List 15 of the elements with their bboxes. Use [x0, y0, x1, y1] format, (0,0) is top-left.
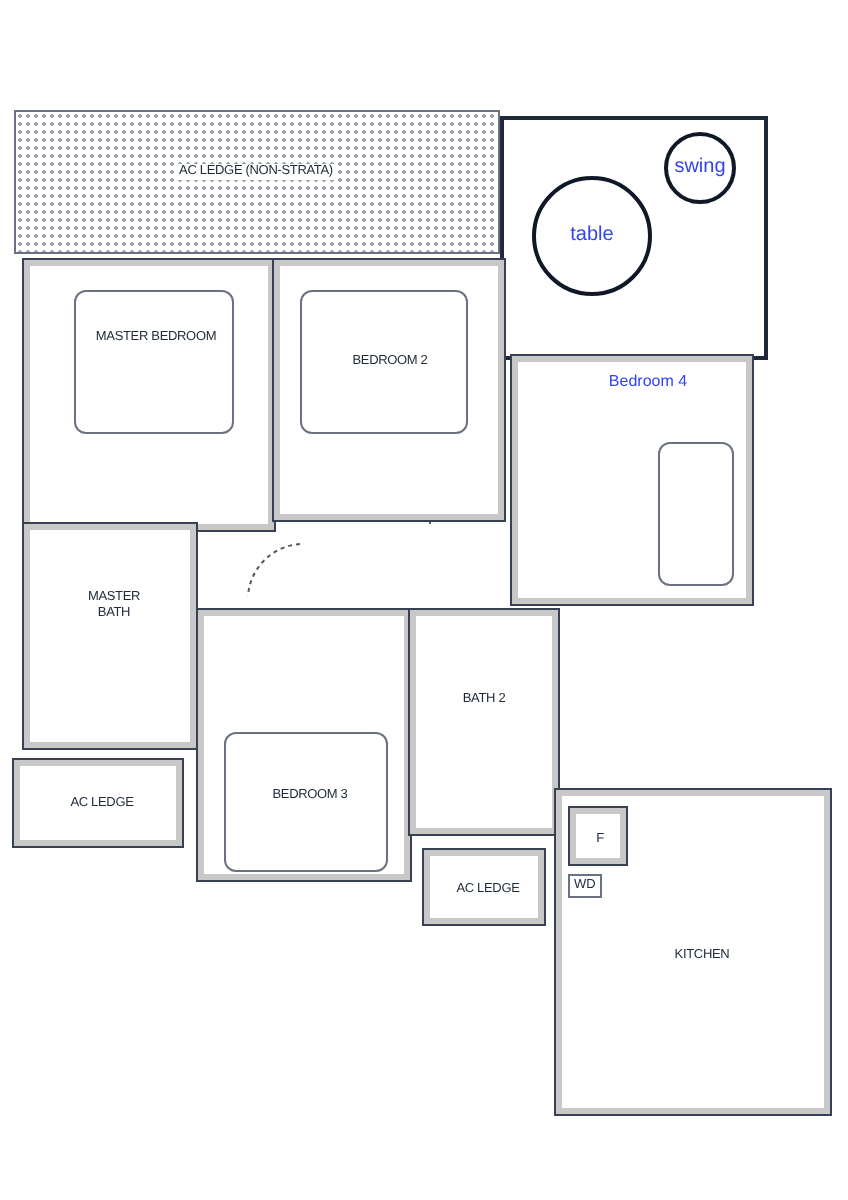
room-label: Bedroom 4 — [606, 372, 690, 392]
fridge-box — [570, 808, 626, 864]
bedroom-area — [274, 260, 504, 520]
ledge-area — [424, 850, 544, 924]
ledge-area — [14, 110, 500, 254]
furniture-label: swing — [672, 155, 728, 181]
balcony-area — [500, 116, 768, 360]
ledge-area — [14, 760, 182, 846]
kitchen-area — [556, 790, 830, 1114]
bedroom-area — [198, 610, 410, 880]
bedroom-area — [24, 260, 274, 530]
bathroom-area — [24, 524, 196, 748]
furniture-label: table — [568, 223, 616, 249]
bedroom-area — [512, 356, 752, 604]
bathroom-area — [410, 610, 558, 834]
